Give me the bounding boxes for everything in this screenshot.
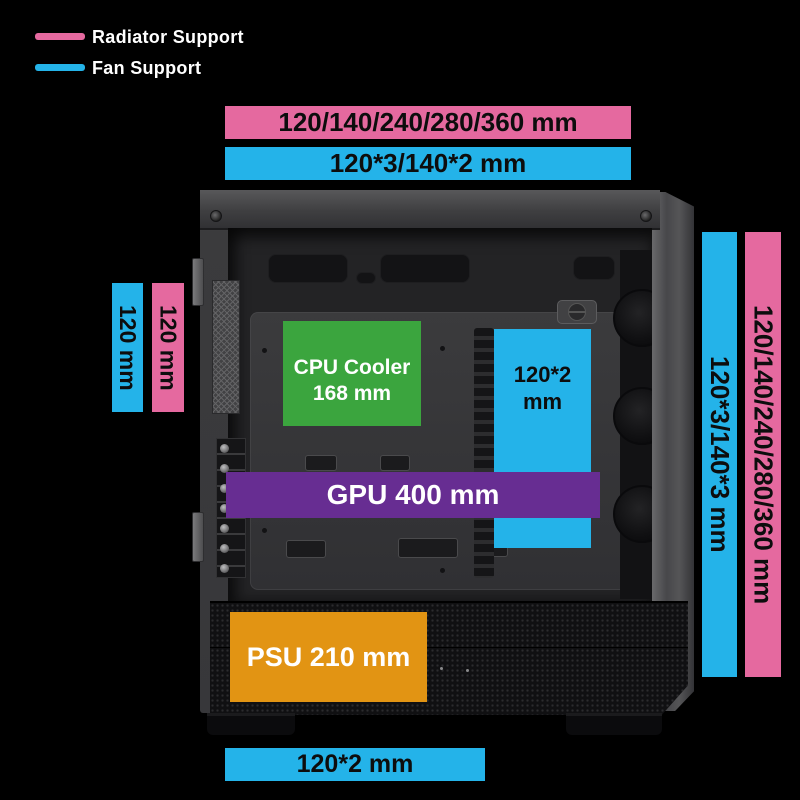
case-screw-left (210, 210, 222, 222)
top-radiator-support-bar: 120/140/240/280/360 mm (225, 106, 631, 139)
case-screw-right (640, 210, 652, 222)
cpu-cooler-clearance-box: CPU Cooler 168 mm (283, 321, 421, 426)
case-tab-upper (192, 258, 204, 306)
legend-radiator-label: Radiator Support (92, 27, 244, 47)
fan-hub-plate (557, 300, 597, 324)
front-radiator-support-bar: 120/140/240/280/360 mm (745, 232, 781, 677)
drive-cage-ribs (474, 328, 494, 578)
pci-thumbscrew-icon (220, 464, 229, 473)
cable-grommet (286, 540, 326, 558)
pci-thumbscrew-icon (220, 504, 229, 513)
top-fan-support-bar: 120*3/140*2 mm (225, 147, 631, 180)
cable-grommet (380, 455, 410, 471)
psu-clearance-value: PSU 210 mm (246, 641, 411, 672)
cable-grommet (305, 455, 337, 471)
rear-fan-support-value: 120 mm (115, 304, 141, 391)
case-tab-lower (192, 512, 204, 562)
top-vent-cutout (380, 254, 470, 283)
front-fan-icon (613, 387, 652, 445)
pci-thumbscrew-icon (220, 524, 229, 533)
front-fan-support-value: 120*3/140*3 mm (705, 356, 735, 553)
front-fan-support-bar: 120*3/140*3 mm (702, 232, 737, 677)
cable-grommet (398, 538, 458, 558)
fan-hub-knob-icon (568, 303, 586, 321)
standoff-dot (262, 528, 267, 533)
standoff-dot (262, 348, 267, 353)
shroud-indicator-dot (440, 667, 443, 670)
gpu-clearance-value: GPU 400 mm (326, 479, 500, 510)
cpu-cooler-line2: 168 mm (312, 381, 392, 405)
cpu-cooler-line1: CPU Cooler (293, 355, 411, 379)
pci-thumbscrew-icon (220, 444, 229, 453)
side-fan-line2: mm (522, 389, 563, 414)
top-vent-cutout (268, 254, 348, 283)
side-fan-line1: 120*2 (513, 362, 572, 387)
pci-thumbscrew-icon (220, 544, 229, 553)
standoff-dot (440, 346, 445, 351)
top-radiator-support-value: 120/140/240/280/360 mm (278, 107, 578, 137)
legend-fan-label: Fan Support (92, 58, 202, 78)
bottom-fan-support-bar: 120*2 mm (225, 748, 485, 781)
pci-thumbscrew-icon (220, 484, 229, 493)
front-fan-icon (613, 485, 652, 543)
rear-mesh-vent (212, 280, 240, 414)
rear-fan-support-bar: 120 mm (112, 283, 143, 412)
rear-radiator-support-bar: 120 mm (152, 283, 184, 412)
top-vent-cutout (573, 256, 615, 280)
standoff-dot (440, 568, 445, 573)
legend-fan-swatch (35, 64, 85, 71)
top-fan-support-value: 120*3/140*2 mm (329, 148, 527, 178)
case-foot-left (207, 713, 295, 735)
shroud-seam (210, 603, 688, 648)
pci-thumbscrew-icon (220, 564, 229, 573)
front-radiator-support-value: 120/140/240/280/360 mm (748, 304, 779, 605)
gpu-clearance-bar: GPU 400 mm (226, 472, 600, 518)
bottom-fan-support-value: 120*2 mm (296, 750, 414, 778)
case-top-panel (200, 190, 660, 230)
shroud-indicator-dot (466, 669, 469, 672)
psu-clearance-box: PSU 210 mm (230, 612, 427, 702)
rear-radiator-support-value: 120 mm (155, 304, 182, 391)
case-foot-right (566, 713, 662, 735)
legend-radiator-swatch (35, 33, 85, 40)
top-vent-cutout (356, 272, 376, 284)
